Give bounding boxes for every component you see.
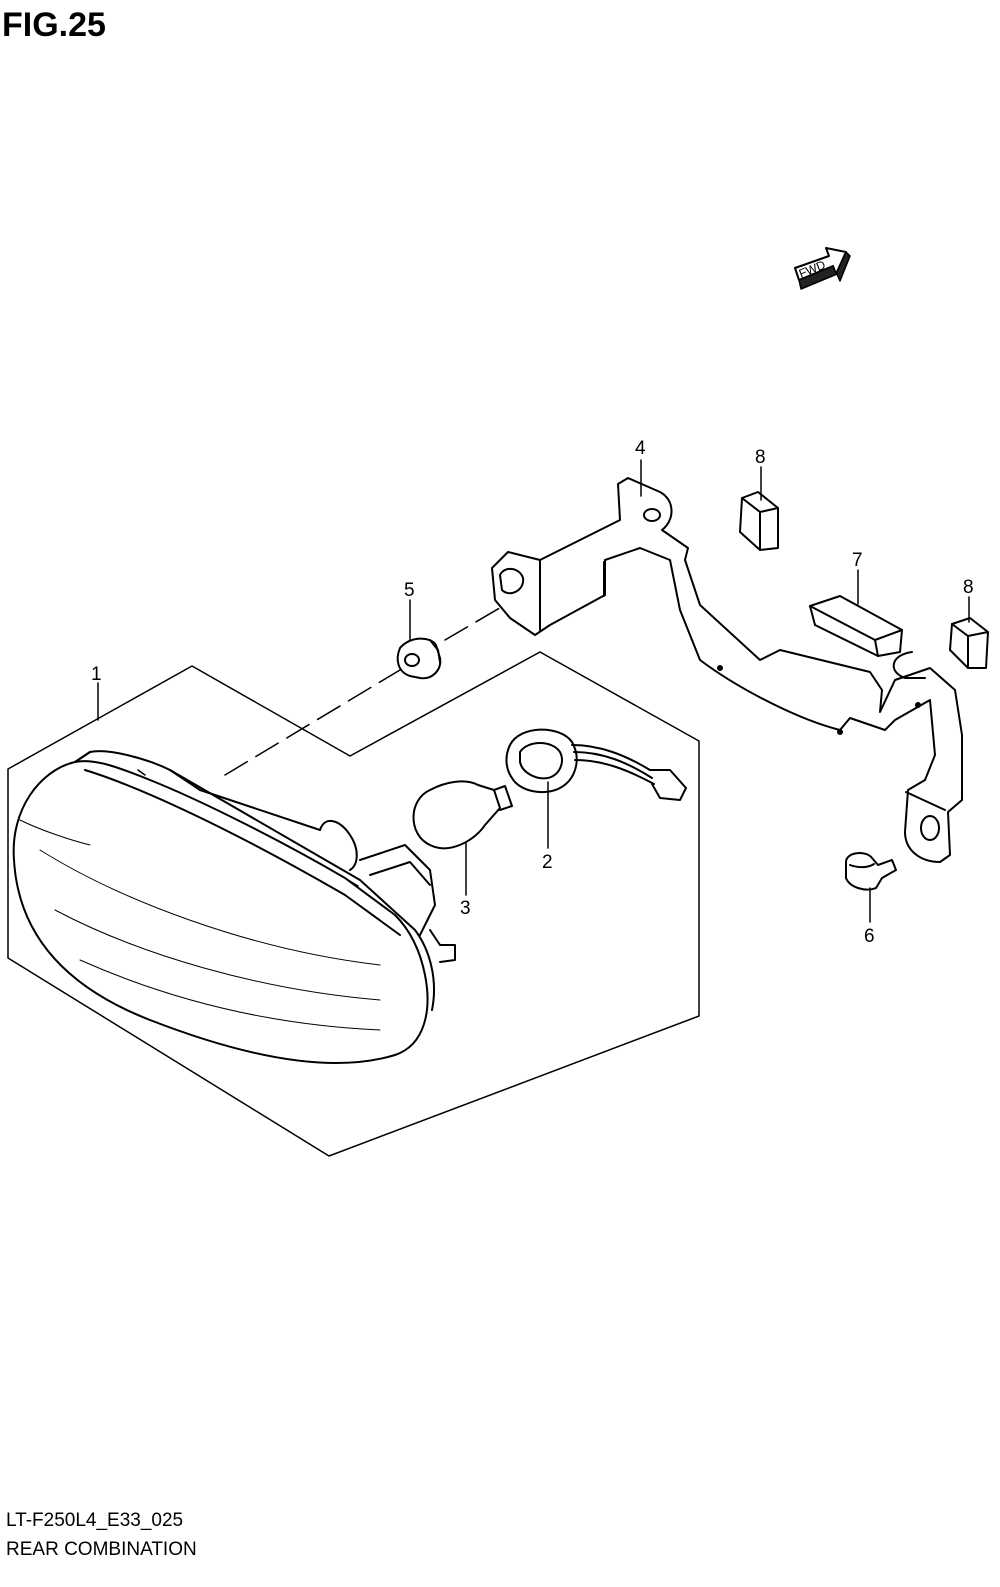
- callout-leaders: [97, 459, 970, 923]
- cushion-right: [949, 617, 989, 669]
- bulb: [412, 780, 513, 850]
- fwd-arrow-icon: FWD: [794, 247, 851, 290]
- callout-8-upper: 8: [755, 447, 766, 468]
- bracket: [491, 477, 963, 863]
- callout-3: 3: [460, 898, 471, 919]
- rear-combination-lamp: [12, 750, 456, 1064]
- bulb-socket: [505, 728, 687, 801]
- callout-1: 1: [91, 664, 102, 685]
- callout-6: 6: [864, 926, 875, 947]
- callout-8-right: 8: [963, 577, 974, 598]
- callout-7: 7: [852, 550, 863, 571]
- callout-4: 4: [635, 438, 646, 459]
- diagram-code: LT-F250L4_E33_025: [6, 1510, 184, 1531]
- figure-title: FIG.25: [2, 6, 106, 44]
- grommet: [396, 637, 442, 680]
- callout-5: 5: [404, 580, 415, 601]
- lamp-assembly-outline: [7, 651, 700, 1157]
- diagram-name: REAR COMBINATION: [6, 1539, 197, 1560]
- cushion-upper: [739, 491, 779, 551]
- callout-2: 2: [542, 852, 553, 873]
- bolt: [845, 852, 897, 891]
- cushion-7: [809, 595, 903, 657]
